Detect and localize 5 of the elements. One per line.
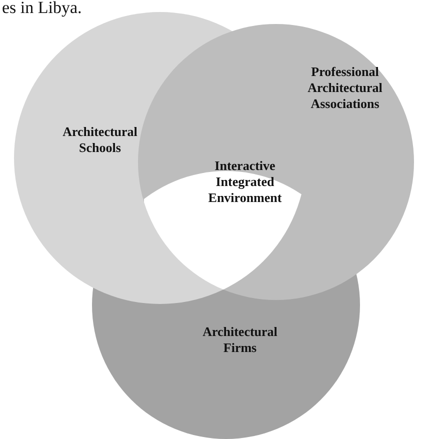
- circle-label: Architectural Schools: [62, 124, 138, 156]
- caption-text: es in Libya.: [2, 0, 82, 18]
- circle-label: Interactive Integrated Environment: [207, 158, 283, 206]
- circle-label: Architectural Firms: [202, 324, 278, 356]
- circle-label: Professional Architectural Associations: [306, 64, 384, 112]
